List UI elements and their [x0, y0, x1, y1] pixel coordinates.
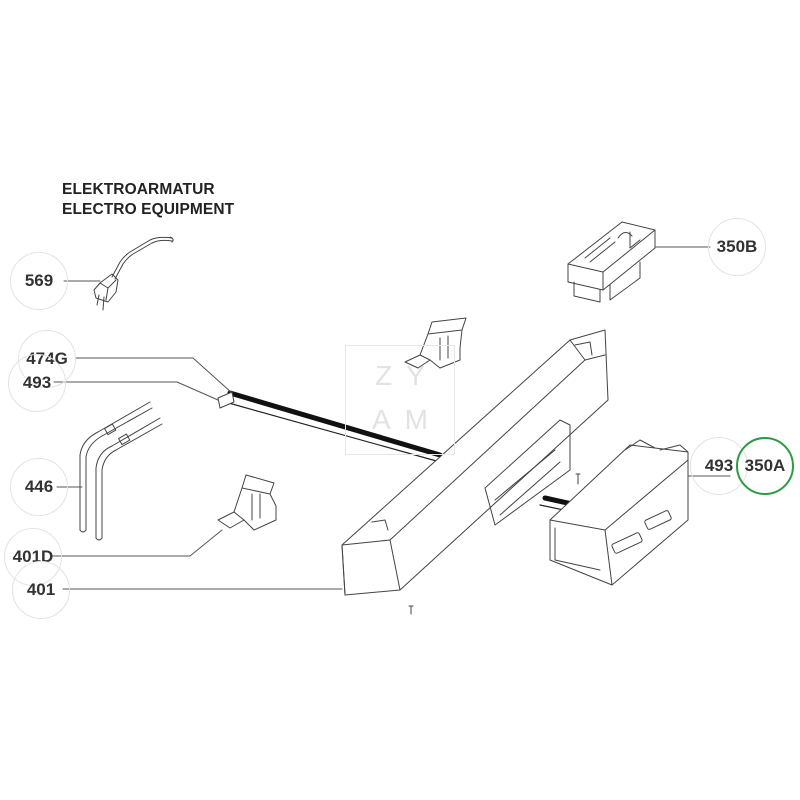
callout-label: 401	[26, 580, 56, 599]
callout-446[interactable]: 446	[10, 458, 68, 516]
control-module-350a-part	[549, 439, 689, 586]
callout-label: 569	[24, 271, 54, 290]
callout-493-left[interactable]: 493	[8, 354, 66, 412]
callout-label: 350A	[744, 456, 786, 475]
control-panel-housing-part	[341, 329, 609, 596]
section-title: ELEKTROARMATUR ELECTRO EQUIPMENT	[62, 180, 234, 220]
watermark-line-2: AM	[372, 404, 442, 435]
bracket-401d-part	[217, 474, 277, 531]
callout-401[interactable]: 401	[12, 561, 70, 619]
top-bracket-part	[404, 317, 467, 369]
title-line-english: ELECTRO EQUIPMENT	[62, 201, 235, 218]
callout-label: 446	[24, 477, 54, 496]
screw-parts	[408, 473, 581, 615]
callout-350a-highlighted[interactable]: 350A	[736, 437, 794, 495]
callout-569[interactable]: 569	[10, 252, 68, 310]
switch-module-350b-part	[567, 221, 656, 303]
mains-plug-part	[93, 236, 174, 311]
watermark: ZY AM	[345, 345, 455, 455]
title-line-german: ELEKTROARMATUR	[62, 181, 215, 198]
tube-pair-part	[79, 401, 163, 541]
callout-label: 350B	[716, 237, 758, 256]
callout-350b[interactable]: 350B	[708, 218, 766, 276]
callout-label: 493	[704, 456, 734, 475]
watermark-line-1: ZY	[375, 360, 439, 391]
callout-label: 493	[22, 373, 52, 392]
